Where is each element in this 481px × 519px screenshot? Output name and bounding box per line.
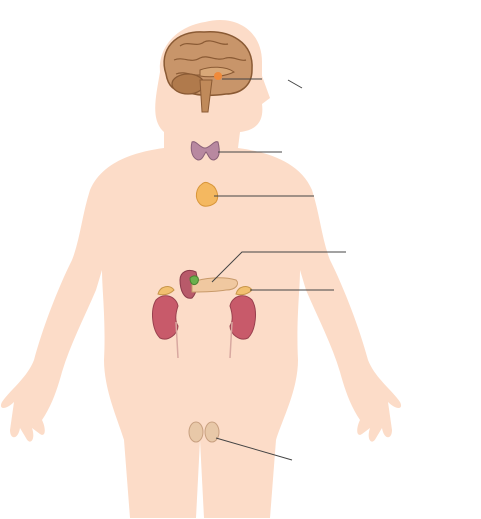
ureter-lines: [175, 321, 233, 359]
testes-leader-line: [215, 437, 293, 461]
pancreas-icon: [179, 269, 239, 299]
leader-lines: [211, 78, 346, 461]
kidney-icon: [152, 295, 179, 340]
pancreas-leader-line: [211, 251, 346, 283]
kidney-icon: [229, 295, 256, 340]
thymus-gland-icon: [195, 182, 219, 207]
testes-icon: [188, 421, 220, 443]
body-silhouette: [0, 19, 402, 518]
pituitary-gland-icon: [214, 72, 222, 80]
pituitary-label-tick: [287, 79, 303, 89]
adrenal-gland-icon: [157, 286, 175, 296]
thyroid-gland-icon: [190, 141, 220, 161]
